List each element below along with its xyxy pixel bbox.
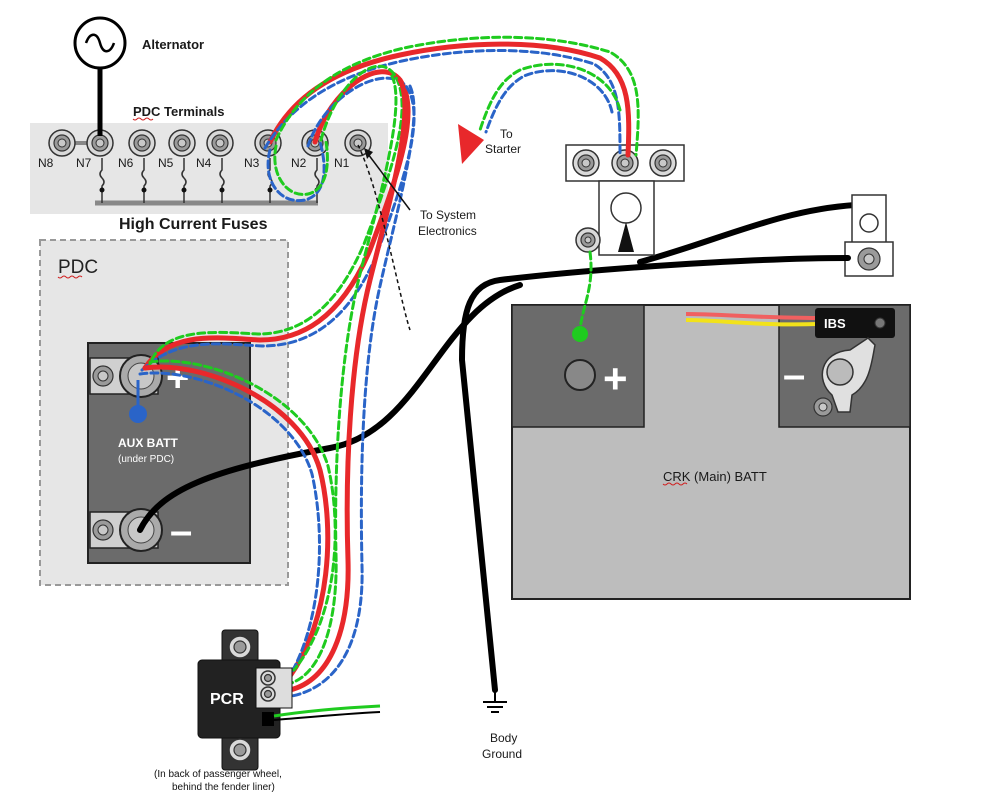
body-ground-label-1: Body — [490, 731, 517, 745]
crk-plus-sign: + — [603, 355, 628, 402]
crk-batt-label: CRK (Main) BATT — [663, 469, 767, 484]
starter-terminal-center — [611, 149, 639, 177]
ibs-screw — [874, 317, 886, 329]
fuse-n7 — [99, 158, 105, 203]
ground-lug-hole — [859, 213, 879, 233]
red-wire-aux-pcr — [142, 364, 331, 679]
terminal-label-n8: N8 — [38, 156, 54, 170]
starter-terminal-left — [572, 149, 600, 177]
fuse-node — [141, 187, 147, 193]
high-current-fuses-label: High Current Fuses — [119, 216, 268, 233]
crk-green-dot — [572, 326, 588, 342]
ibs-label: IBS — [824, 316, 846, 331]
fuse-node — [181, 187, 187, 193]
fuse-n4 — [219, 158, 225, 203]
terminal-n7 — [86, 129, 114, 157]
aux-neg-bolt-core — [97, 524, 109, 536]
pcr-terminal-2 — [260, 686, 276, 702]
to-starter-label-2: Starter — [485, 142, 521, 156]
to-starter-arrow — [458, 124, 484, 164]
pcr-note-2: behind the fender liner) — [172, 782, 275, 793]
to-system-label-2: Electronics — [418, 224, 477, 238]
blue-wire-n3-loop — [266, 140, 326, 203]
terminal-label-n5: N5 — [158, 156, 174, 170]
aux-pos-bolt-core — [97, 370, 109, 382]
terminal-label-n3: N3 — [244, 156, 260, 170]
terminal-label-n4: N4 — [196, 156, 212, 170]
fuse-n2 — [314, 158, 320, 203]
body-ground-label-2: Ground — [482, 747, 522, 761]
pdc-label: PDC — [58, 257, 98, 278]
aux-batt-label: AUX BATT — [118, 436, 178, 450]
pcr-label: PCR — [210, 691, 244, 708]
terminal-label-n1: N1 — [334, 156, 350, 170]
pcr-black-lead — [273, 711, 381, 721]
blue-wire-to-starter — [484, 69, 614, 134]
fuse-n5 — [181, 158, 187, 203]
pcr-connector — [262, 712, 274, 726]
body-ground-icon — [483, 690, 507, 713]
terminal-label-n7: N7 — [76, 156, 92, 170]
to-starter-label-1: To — [500, 127, 513, 141]
aux-blue-dot — [129, 405, 147, 423]
starter-bracket-bolt — [575, 227, 601, 253]
red-wire-to-pcr — [287, 77, 408, 693]
system-electronics-arrowhead — [364, 148, 373, 159]
ground-cable-upper — [637, 202, 858, 265]
spell-squiggle — [57, 275, 83, 279]
spell-squiggle — [662, 482, 688, 486]
ibs-post-hole — [826, 358, 854, 386]
sine-wave-icon — [84, 33, 116, 53]
system-electronics-arrow — [367, 153, 411, 211]
pcr-mount-bolt-top — [228, 635, 252, 659]
crk-pos-post — [564, 359, 596, 391]
pcr-mount-bolt-bottom — [228, 738, 252, 762]
green-wire-n3-starter — [274, 35, 640, 157]
system-electronics-wire — [357, 144, 411, 331]
ibs-yellow-wire — [685, 318, 819, 327]
starter-bracket-wedge — [618, 222, 634, 252]
red-wire-n2-aux — [142, 69, 411, 371]
green-wire-aux-pcr — [148, 359, 337, 672]
starter-terminal-right — [649, 149, 677, 177]
blue-wire-n3-starter — [263, 49, 622, 157]
fuse-n6 — [141, 158, 147, 203]
ibs-clamp-bolt-core — [818, 402, 828, 412]
green-wire-n3-loop — [273, 140, 329, 196]
green-wire-n2-aux — [148, 64, 404, 366]
fuse-node — [267, 187, 273, 193]
terminal-label-n2: N2 — [291, 156, 307, 170]
ibs-red-wire — [685, 312, 819, 320]
terminal-n4 — [206, 129, 234, 157]
to-system-label-1: To System — [420, 208, 476, 222]
aux-minus-sign: – — [170, 509, 192, 553]
terminal-n5 — [168, 129, 196, 157]
terminal-label-n6: N6 — [118, 156, 134, 170]
fuse-node — [219, 187, 225, 193]
fuse-node — [99, 187, 105, 193]
starter-bracket-hole — [610, 192, 642, 224]
pdc-terminals-title: PDC Terminals — [133, 104, 225, 119]
pdc-terminal-labels: N8 N7 N6 N5 N4 N3 N2 N1 — [38, 156, 350, 170]
green-wire-to-starter — [478, 62, 622, 132]
pcr-note-1: (In back of passenger wheel, — [154, 769, 282, 780]
main-ground-cable — [459, 255, 851, 693]
pcr-green-lead — [273, 704, 381, 718]
alternator-label: Alternator — [142, 37, 204, 52]
green-wire-to-pcr — [286, 74, 398, 686]
terminal-n6 — [128, 129, 156, 157]
terminal-n8 — [48, 129, 76, 157]
ground-lug-bolt-core — [863, 253, 875, 265]
blue-wire-to-pcr — [290, 84, 416, 698]
crk-minus-sign: – — [783, 353, 805, 397]
spell-squiggle — [132, 117, 154, 121]
aux-batt-sublabel: (under PDC) — [118, 454, 174, 465]
ibs-sensor — [815, 308, 895, 338]
pcr-terminal-1 — [260, 670, 276, 686]
blue-wire-aux-pcr — [138, 371, 321, 684]
